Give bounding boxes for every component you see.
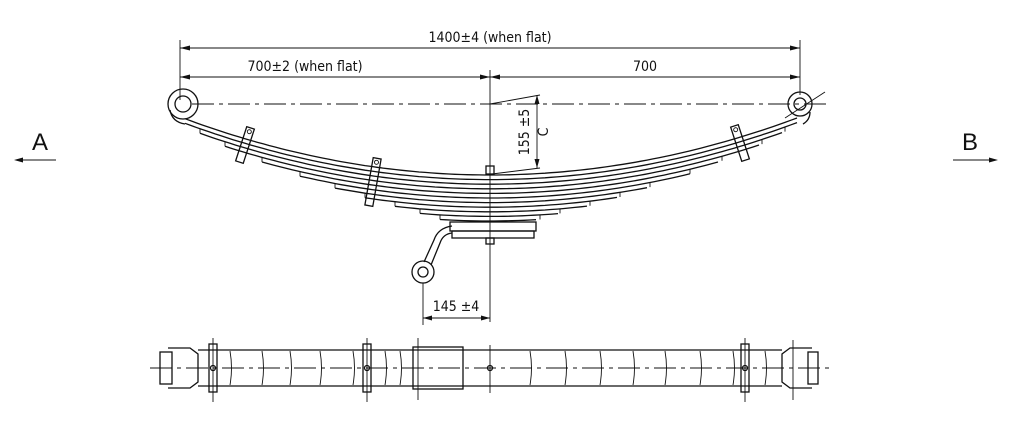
leaf-step-line: [699, 350, 702, 386]
view-right-label: B: [962, 129, 978, 156]
leaf-line: [334, 187, 648, 204]
leaf-step-line: [229, 350, 232, 386]
leaf-step-line: [399, 350, 402, 386]
leaf-step-line: [261, 350, 264, 386]
leaf-line: [261, 161, 719, 195]
leaf-step-line: [384, 350, 387, 386]
leaf-step-line: [664, 350, 667, 386]
hanger-hook: [411, 225, 453, 325]
right-eye: [784, 91, 826, 125]
hook-offset-dimension: 145 ±4: [423, 299, 490, 321]
leaf-line: [439, 218, 537, 222]
camber-dimension: 155 ±5 C: [489, 94, 552, 175]
leaf-line: [184, 121, 798, 181]
leaf-step-line: [352, 350, 355, 386]
leaf-line: [364, 196, 618, 208]
leaf-step-line: [632, 350, 635, 386]
leaf-line: [224, 144, 760, 190]
rebound-clips: [234, 123, 751, 208]
leaf-line: [184, 117, 798, 176]
camber-label: 155 ±5: [517, 109, 533, 156]
leaf-step-line: [529, 350, 532, 386]
view-marker-b: B: [953, 129, 998, 163]
leaf-line: [199, 131, 783, 185]
leaf-step-line: [289, 350, 292, 386]
view-left-label: A: [32, 129, 48, 156]
view-marker-a: A: [14, 129, 56, 163]
plan-view: [150, 338, 830, 402]
hook-offset-label: 145 ±4: [433, 299, 480, 315]
leaf-step-line: [599, 350, 602, 386]
other-half-label: 700: [633, 59, 657, 75]
arrow-right-icon: [989, 157, 998, 163]
left-eye: [167, 88, 199, 125]
leaf-line: [394, 205, 588, 213]
leaf-step-line: [319, 350, 322, 386]
leaf-step-line: [764, 350, 767, 386]
leaf-step-line: [732, 350, 735, 386]
leaf-line: [299, 173, 691, 199]
leaf-line: [419, 212, 559, 218]
arrow-left-icon: [14, 157, 23, 163]
overall-length-label: 1400±4 (when flat): [428, 30, 551, 46]
overall-length-dimension: 1400±4 (when flat): [179, 30, 801, 100]
camber-symbol: C: [536, 127, 552, 136]
center-bolt-and-pad: [449, 165, 537, 245]
leaf-step-line: [564, 350, 567, 386]
half-length-label: 700±2 (when flat): [247, 59, 362, 75]
spring-leaves: [184, 117, 798, 222]
